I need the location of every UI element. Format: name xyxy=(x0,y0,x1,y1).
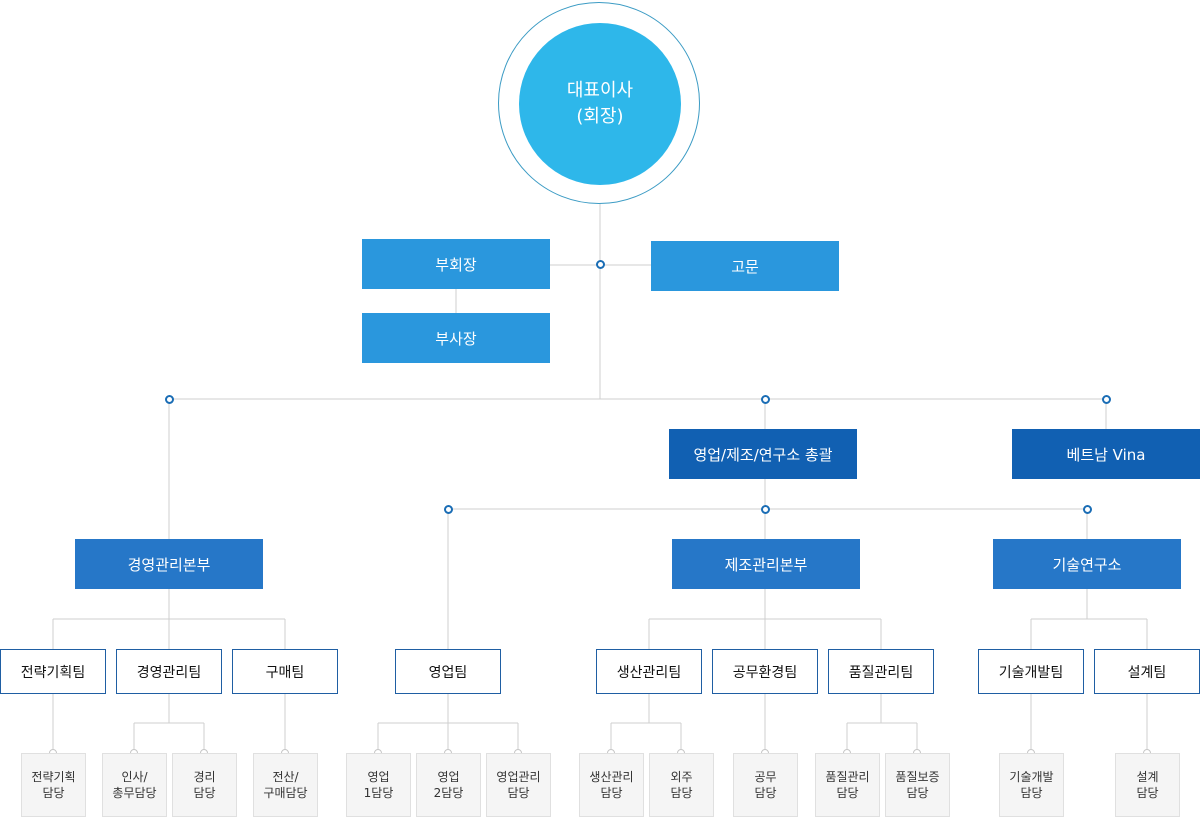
design-team-box[interactable]: 설계팀 xyxy=(1094,649,1200,694)
duty-line: 총무담당 xyxy=(112,786,157,800)
ceo-node[interactable]: 대표이사 (회장) xyxy=(519,23,681,185)
junction-dot xyxy=(1102,395,1111,404)
duty-line: 담당 xyxy=(670,786,693,800)
duty-line: 생산관리 xyxy=(589,770,634,784)
ceo-title: 대표이사 xyxy=(566,80,634,101)
duty-line: 영업 xyxy=(367,770,390,784)
duty-line: 담당 xyxy=(507,786,530,800)
sales-head-box[interactable]: 영업/제조/연구소 총괄 xyxy=(669,429,857,479)
it-duty-box[interactable]: 전산/ 구매담당 xyxy=(253,753,318,817)
duty-line: 담당 xyxy=(754,786,777,800)
duty-line: 담당 xyxy=(906,786,929,800)
duty-line: 경리 xyxy=(193,770,216,784)
management-team-box[interactable]: 경영관리팀 xyxy=(116,649,222,694)
duty-line: 구매담당 xyxy=(263,786,308,800)
production-team-box[interactable]: 생산관리팀 xyxy=(596,649,702,694)
duty-line: 담당 xyxy=(1020,786,1043,800)
strategy-team-box[interactable]: 전략기획팀 xyxy=(0,649,106,694)
techdev-duty-box[interactable]: 기술개발 담당 xyxy=(999,753,1064,817)
junction-dot xyxy=(165,395,174,404)
duty-line: 품질보증 xyxy=(895,770,940,784)
sales2-duty-box[interactable]: 영업 2담당 xyxy=(416,753,481,817)
duty-line: 외주 xyxy=(670,770,693,784)
duty-line: 담당 xyxy=(600,786,623,800)
works-duty-box[interactable]: 공무 담당 xyxy=(733,753,798,817)
duty-line: 1담당 xyxy=(363,786,394,800)
techdev-team-box[interactable]: 기술개발팀 xyxy=(978,649,1084,694)
duty-line: 기술개발 xyxy=(1009,770,1054,784)
vice-president-box[interactable]: 부사장 xyxy=(362,313,550,363)
duty-line: 담당 xyxy=(1136,786,1159,800)
duty-line: 품질관리 xyxy=(825,770,870,784)
sales-mgmt-duty-box[interactable]: 영업관리 담당 xyxy=(486,753,551,817)
quality-team-box[interactable]: 품질관리팀 xyxy=(828,649,934,694)
qa-duty-box[interactable]: 품질보증 담당 xyxy=(885,753,950,817)
research-division-box[interactable]: 기술연구소 xyxy=(993,539,1181,589)
junction-dot xyxy=(596,260,605,269)
manufacturing-division-box[interactable]: 제조관리본부 xyxy=(672,539,860,589)
duty-line: 담당 xyxy=(836,786,859,800)
junction-dot xyxy=(1083,505,1092,514)
junction-dot xyxy=(444,505,453,514)
duty-line: 영업관리 xyxy=(496,770,541,784)
duty-line: 전략기획 xyxy=(31,770,76,784)
duty-line: 2담당 xyxy=(433,786,464,800)
engineering-team-box[interactable]: 공무환경팀 xyxy=(712,649,818,694)
strategy-duty-box[interactable]: 전략기획 담당 xyxy=(21,753,86,817)
outsource-duty-box[interactable]: 외주 담당 xyxy=(649,753,714,817)
vietnam-box[interactable]: 베트남 Vina xyxy=(1012,429,1200,479)
junction-dot xyxy=(761,395,770,404)
hr-duty-box[interactable]: 인사/ 총무담당 xyxy=(102,753,167,817)
sales-team-box[interactable]: 영업팀 xyxy=(395,649,501,694)
ceo-subtitle: (회장) xyxy=(576,106,624,127)
purchase-team-box[interactable]: 구매팀 xyxy=(232,649,338,694)
duty-line: 인사/ xyxy=(121,770,148,784)
advisor-box[interactable]: 고문 xyxy=(651,241,839,291)
duty-line: 공무 xyxy=(754,770,777,784)
accounting-duty-box[interactable]: 경리 담당 xyxy=(172,753,237,817)
vice-chairman-box[interactable]: 부회장 xyxy=(362,239,550,289)
qc-duty-box[interactable]: 품질관리 담당 xyxy=(815,753,880,817)
duty-line: 전산/ xyxy=(272,770,299,784)
design-duty-box[interactable]: 설계 담당 xyxy=(1115,753,1180,817)
duty-line: 영업 xyxy=(437,770,460,784)
management-division-box[interactable]: 경영관리본부 xyxy=(75,539,263,589)
duty-line: 설계 xyxy=(1136,770,1159,784)
sales1-duty-box[interactable]: 영업 1담당 xyxy=(346,753,411,817)
junction-dot xyxy=(761,505,770,514)
production-duty-box[interactable]: 생산관리 담당 xyxy=(579,753,644,817)
duty-line: 담당 xyxy=(42,786,65,800)
duty-line: 담당 xyxy=(193,786,216,800)
